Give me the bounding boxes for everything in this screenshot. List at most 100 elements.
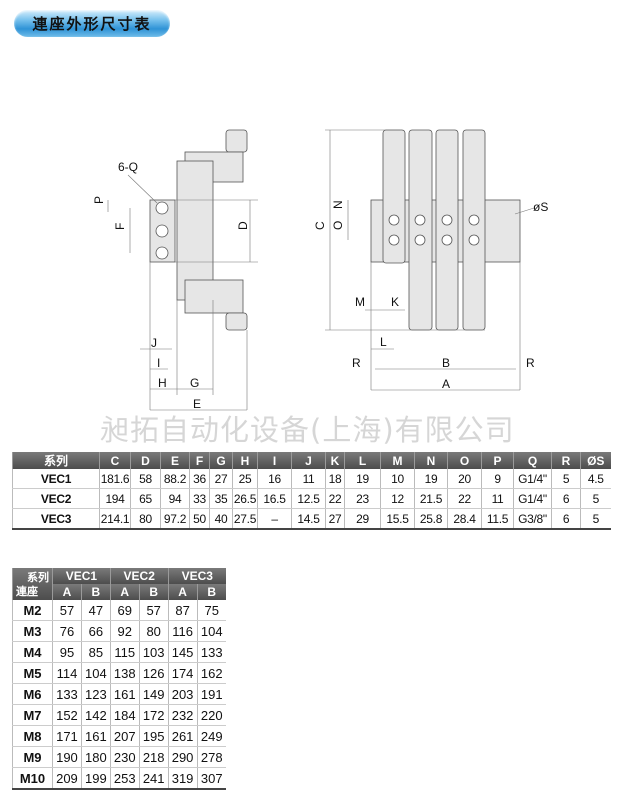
table-cell: 66 [80,620,111,642]
table-cell: 126 [138,662,169,684]
table-cell: 114 [52,662,82,684]
table-cell: 199 [80,767,111,790]
table-cell: 230 [109,746,140,768]
table-cell: 253 [109,767,140,790]
table-cell: 214.1 [99,508,131,530]
port-hole [155,201,169,215]
series-header: VEC3 [167,568,226,584]
table-cell: 22 [447,488,482,509]
table-cell: 22 [325,488,345,509]
column-header: R [551,452,581,469]
column-header: F [189,452,210,469]
label-j: J [151,336,157,350]
table-cell: 14.5 [291,508,326,530]
row-header: M10 [12,767,53,790]
column-header: G [209,452,233,469]
row-header: M3 [12,620,53,642]
table-cell: 75 [196,600,226,621]
table-cell: 181.6 [99,469,131,489]
table-cell: 142 [80,704,111,726]
table-cell: 103 [138,641,169,663]
column-header: H [232,452,258,469]
table-cell: 87 [167,600,198,621]
table-cell: 21.5 [414,488,448,509]
table-cell: 11 [481,488,514,509]
table-cell: 123 [80,683,111,705]
table-cell: 85 [80,641,111,663]
table-cell: 97.2 [160,508,190,530]
label-r-left: R [352,356,361,370]
table-cell: 40 [209,508,233,530]
corner-header: 系列 連座 [12,568,53,600]
label-m: M [355,295,365,309]
table-cell: 69 [109,600,140,621]
table-cell: 162 [196,662,226,684]
table-cell: 104 [80,662,111,684]
table-cell: 57 [138,600,169,621]
column-header: C [99,452,131,469]
port-hole [155,224,169,238]
table-cell: 9 [481,469,514,489]
section-title-banner: 連座外形尺寸表 [14,10,170,37]
column-header: M [380,452,415,469]
row-header: VEC2 [12,488,100,509]
table-cell: 172 [138,704,169,726]
table-cell: 5 [551,469,581,489]
row-header: M8 [12,725,53,747]
table-cell: 241 [138,767,169,790]
table-cell: 25.8 [414,508,448,530]
table-cell: 12 [380,488,415,509]
column-header: O [447,452,482,469]
table-cell: 27.5 [232,508,258,530]
table-cell: 191 [196,683,226,705]
table-cell: 35 [209,488,233,509]
label-l: L [380,335,387,349]
table-cell: 95 [52,641,82,663]
table-cell: 138 [109,662,140,684]
table-cell: 203 [167,683,198,705]
table-cell: 11.5 [481,508,514,530]
table-cell: 161 [109,683,140,705]
table-cell: 36 [189,469,210,489]
table-cell: 5 [580,488,611,509]
table-cell: 190 [52,746,82,768]
table-cell: 25 [232,469,258,489]
table-cell: 249 [196,725,226,747]
subcolumn-header: B [80,584,111,600]
row-header: M7 [12,704,53,726]
table-cell: 232 [167,704,198,726]
table-cell: 290 [167,746,198,768]
label-s: øS [533,200,548,214]
table-cell: 58 [130,469,161,489]
table-cell: 28.4 [447,508,482,530]
table-cell: G3/8" [513,508,552,530]
row-header: VEC1 [12,469,100,489]
table-cell: 88.2 [160,469,190,489]
table-cell: 6 [551,508,581,530]
table-cell: 80 [130,508,161,530]
label-k: K [391,295,399,309]
row-header: M5 [12,662,53,684]
table-cell: 50 [189,508,210,530]
subcolumn-header: B [196,584,226,600]
table-cell: 15.5 [380,508,415,530]
row-header: M4 [12,641,53,663]
table-cell: 11 [291,469,326,489]
table-cell: 195 [138,725,169,747]
side-top-fitting [225,129,248,153]
table-cell: 220 [196,704,226,726]
table-cell: 80 [138,620,169,642]
table-cell: G1/4" [513,469,552,489]
table-cell: 27 [209,469,233,489]
table-cell: 27 [325,508,345,530]
table-cell: 207 [109,725,140,747]
label-b: B [442,356,450,370]
table-cell: 23 [344,488,381,509]
table-cell: 184 [109,704,140,726]
watermark: 昶拓自动化设备(上海)有限公司 [100,413,515,447]
